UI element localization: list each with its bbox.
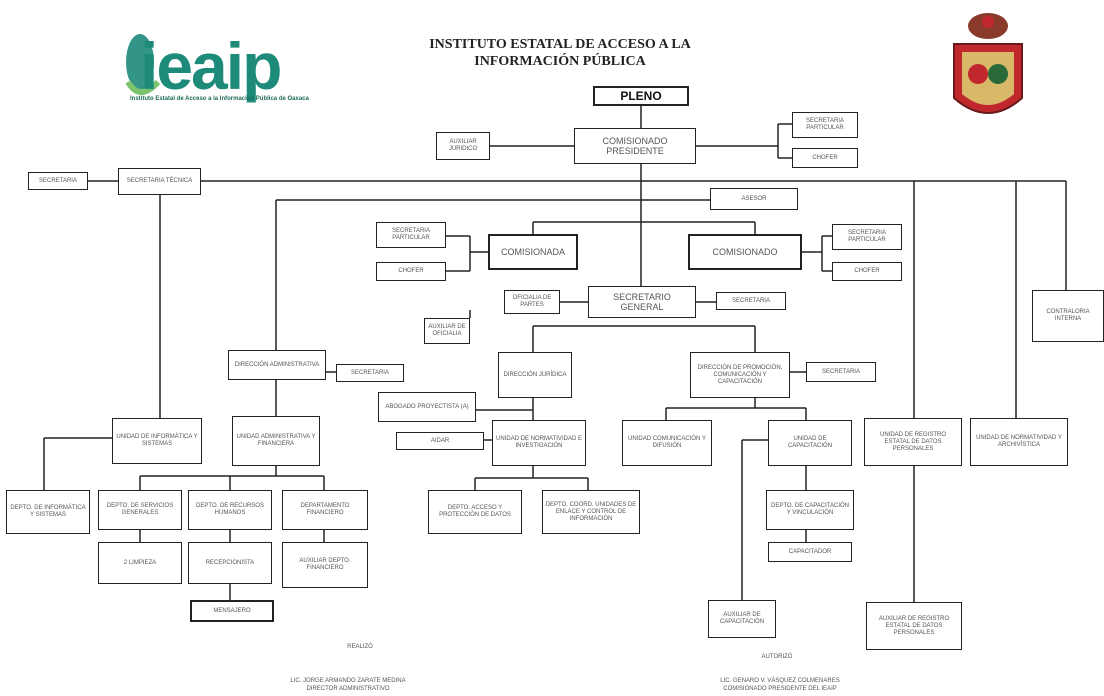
node-direccion-administrativa: DIRECCIÓN ADMINISTRATIVA	[228, 350, 326, 380]
node-secretaria-tecnica: SECRETARIA TÉCNICA	[118, 168, 201, 195]
node-depto-coord: DEPTO. COORD. UNIDADES DE ENLACE Y CONTR…	[542, 490, 640, 534]
title-line-1: INSTITUTO ESTATAL DE ACCESO A LA	[429, 37, 691, 52]
node-comisionado: COMISIONADO	[688, 234, 802, 270]
node-secretaria-particular-presidente: SECRETARIA PARTICULAR	[792, 112, 858, 138]
node-pleno: PLENO	[593, 86, 689, 106]
node-unidad-administrativa: UNIDAD ADMINISTRATIVA Y FINANCIERA	[232, 416, 320, 466]
node-auxiliar-capacitacion: AUXILIAR DE CAPACITACIÓN	[708, 600, 776, 638]
node-capacitador: CAPACITADOR	[768, 542, 852, 562]
node-direccion-promocion: DIRECCIÓN DE PROMOCIÓN, COMUNICACIÓN Y C…	[690, 352, 790, 398]
node-secretaria-tecnica-aux: SECRETARIA	[28, 172, 88, 190]
coat-of-arms-icon	[953, 13, 1023, 114]
node-unidad-capacitacion: UNIDAD DE CAPACITACIÓN	[768, 420, 852, 466]
footer-autorizo-name: LIC. GENARO V. VÁSQUEZ COLMENARES	[720, 678, 840, 684]
node-chofer-comisionado: CHOFER	[832, 262, 902, 281]
logo-wordmark: ieaip	[140, 29, 282, 103]
title-line-2: INFORMACIÓN PÚBLICA	[474, 54, 646, 69]
node-secretaria-sg: SECRETARIA	[716, 292, 786, 310]
node-contraloria-interna: CONTRALORIA INTERNA	[1032, 290, 1104, 342]
footer-realizo-label: REALIZÓ	[347, 644, 373, 650]
node-auxiliar-oficialia: AUXILIAR DE OFICIALIA	[424, 318, 470, 344]
node-secretario-general: SECRETARIO GENERAL	[588, 286, 696, 318]
footer-autorizo-role: COMISIONADO PRESIDENTE DEL IEAIP	[723, 686, 837, 692]
node-limpieza: 2 LIMPIEZA	[98, 542, 182, 584]
footer-realizo-name: LIC. JORGE ARMANDO ZARATE MEDINA	[290, 678, 406, 684]
node-auxiliar-registro: AUXILIAR DE REGISTRO ESTATAL DE DATOS PE…	[866, 602, 962, 650]
node-depto-financiero: DEPARTAMENTO FINANCIERO	[282, 490, 368, 530]
node-depto-recursos: DEPTO. DE RECURSOS HUMANOS	[188, 490, 272, 530]
node-depto-acceso: DEPTO. ACCESO Y PROTECCIÓN DE DATOS	[428, 490, 522, 534]
node-recepcionista: RECEPCIONISTA	[188, 542, 272, 584]
node-unidad-informatica: UNIDAD DE INFORMÁTICA Y SISTEMAS	[112, 418, 202, 464]
node-secretaria-dp: SECRETARIA	[806, 362, 876, 382]
node-unidad-normatividad-archivistica: UNIDAD DE NORMATIVIDAD Y ARCHIVÍSTICA	[970, 418, 1068, 466]
node-aidar: AIDAR	[396, 432, 484, 450]
footer-realizo-role: DIRECTOR ADMINISTRATIVO	[306, 686, 390, 692]
node-depto-servicios: DEPTO. DE SERVICIOS GENERALES	[98, 490, 182, 530]
node-secretaria-particular-comisionado: SECRETARIA PARTICULAR	[832, 224, 902, 250]
node-secretaria-particular-comisionada: SECRETARIA PARTICULAR	[376, 222, 446, 248]
node-comisionado-presidente: COMISIONADO PRESIDENTE	[574, 128, 696, 164]
node-unidad-normatividad-investigacion: UNIDAD DE NORMATIVIDAD E INVESTIGACIÓN	[492, 420, 586, 466]
node-depto-informatica: DEPTO. DE INFORMÁTICA Y SISTEMAS	[6, 490, 90, 534]
node-asesor: ASESOR	[710, 188, 798, 210]
page-title: INSTITUTO ESTATAL DE ACCESO A LA INFORMA…	[400, 36, 720, 70]
node-chofer-comisionada: CHOFER	[376, 262, 446, 281]
logo-swoosh-icon	[125, 34, 161, 95]
node-auxiliar-financiero: AUXILIAR DEPTO. FINANCIERO	[282, 542, 368, 588]
node-oficialia-partes: OFICIALIA DE PARTES	[504, 290, 560, 314]
logo-subtitle: Instituto Estatal de Acceso a la Informa…	[130, 96, 309, 102]
node-abogado-proyectista: ABOGADO PROYECTISTA (A)	[378, 392, 476, 422]
node-comisionada: COMISIONADA	[488, 234, 578, 270]
node-auxiliar-juridico: AUXILIAR JURIDICO	[436, 132, 490, 160]
node-depto-capacitacion: DEPTO. DE CAPACITACIÓN Y VINCULACIÓN	[766, 490, 854, 530]
node-unidad-registro: UNIDAD DE REGISTRO ESTATAL DE DATOS PERS…	[864, 418, 962, 466]
node-chofer-presidente: CHOFER	[792, 148, 858, 168]
node-secretaria-da: SECRETARIA	[336, 364, 404, 382]
node-mensajero: MENSAJERO	[190, 600, 274, 622]
ieaip-logo	[118, 22, 318, 117]
footer-autorizo-label: AUTORIZÓ	[761, 654, 793, 660]
oaxaca-seal	[948, 8, 1026, 128]
node-direccion-juridica: DIRECCIÓN JURÍDICA	[498, 352, 572, 398]
node-unidad-comunicacion: UNIDAD COMUNICACIÓN Y DIFUSIÓN	[622, 420, 712, 466]
